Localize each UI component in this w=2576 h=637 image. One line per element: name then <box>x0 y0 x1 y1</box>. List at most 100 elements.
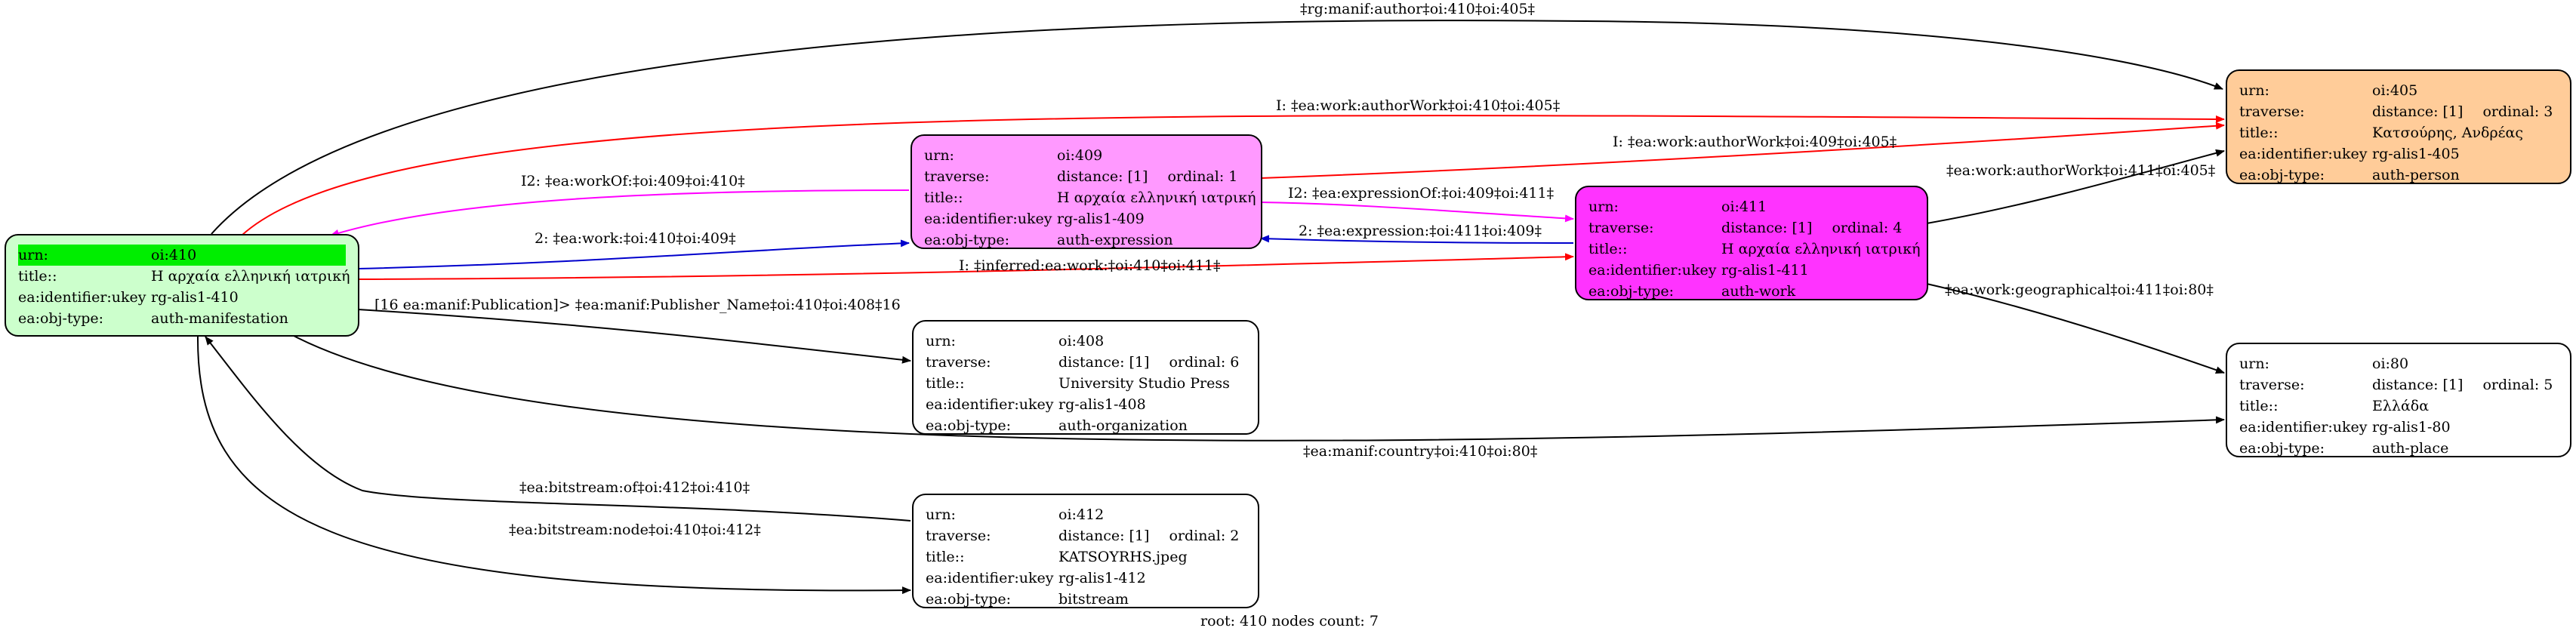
edge-label-inferred-work-410-411: I: ‡inferred:ea:work:‡oi:410‡oi:411‡ <box>959 257 1221 274</box>
traverse-value: distance: [1]ordinal: 6 <box>1058 352 1246 373</box>
edge-bitstream-of-412-410 <box>205 336 911 522</box>
title-key: title:: <box>924 189 963 206</box>
urn-value: oi:80 <box>2372 355 2409 372</box>
title-key: title:: <box>18 268 57 285</box>
traverse-key: traverse: <box>2239 103 2305 120</box>
edge-manif-author <box>211 20 2223 235</box>
node-409-ukey-row: ea:identifier:ukey rg-alis1-409 <box>924 208 1249 229</box>
ukey-key: ea:identifier:ukey <box>18 289 146 306</box>
objtype-key: ea:obj-type: <box>2239 440 2325 457</box>
title-value: KATSOYRHS.jpeg <box>1058 549 1188 565</box>
edge-label-authorwork-410-405: I: ‡ea:work:authorWork‡oi:410‡oi:405‡ <box>1276 97 1560 114</box>
node-410-title-row: title:: Η αρχαία ελληνική ιατρική <box>18 266 350 287</box>
title-value: Η αρχαία ελληνική ιατρική <box>151 268 350 285</box>
edge-inferred-work-410-411 <box>357 253 1574 280</box>
ukey-key: ea:identifier:ukey <box>924 211 1052 227</box>
node-408-title-row: title:: University Studio Press <box>926 373 1246 394</box>
edge-publisher-410-408 <box>357 309 911 364</box>
node-oi-80[interactable]: urn: oi:80 traverse: distance: [1]ordina… <box>2226 343 2571 457</box>
node-oi-412[interactable]: urn: oi:412 traverse: distance: [1]ordin… <box>912 494 1259 608</box>
title-value: Η αρχαία ελληνική ιατρική <box>1721 241 1921 257</box>
node-412-ukey-row: ea:identifier:ukey rg-alis1-412 <box>926 568 1246 589</box>
ukey-key: ea:identifier:ukey <box>926 396 1054 413</box>
traverse-value: distance: [1]ordinal: 2 <box>1058 525 1246 546</box>
ukey-value: rg-alis1-412 <box>1058 570 1146 586</box>
urn-value: oi:409 <box>1057 147 1103 164</box>
edge-label-expression-411-409: 2: ‡ea:expression:‡oi:411‡oi:409‡ <box>1299 223 1542 239</box>
edge-label-expressionof-409-411: I2: ‡ea:expressionOf:‡oi:409‡oi:411‡ <box>1288 185 1554 202</box>
urn-key: urn: <box>924 147 954 164</box>
distance-value: distance: [1] <box>1058 528 1150 544</box>
title-value: Κατσούρης, Ανδρέας <box>2372 125 2523 141</box>
urn-value: oi:410 <box>151 247 197 263</box>
node-80-ukey-row: ea:identifier:ukey rg-alis1-80 <box>2239 417 2558 438</box>
edge-label-bitstream-of-412-410: ‡ea:bitstream:of‡oi:412‡oi:410‡ <box>519 479 750 496</box>
title-key: title:: <box>926 549 965 565</box>
node-oi-405[interactable]: urn: oi:405 traverse: distance: [1] ordin… <box>2226 69 2571 184</box>
ukey-key: ea:identifier:ukey <box>2239 146 2368 162</box>
node-408-traverse-row: traverse: distance: [1]ordinal: 6 <box>926 352 1246 373</box>
title-value: Η αρχαία ελληνική ιατρική <box>1057 189 1256 206</box>
urn-value: oi:412 <box>1058 506 1105 523</box>
node-oi-410[interactable]: urn: oi:410 title:: Η αρχαία ελληνική ια… <box>5 234 359 337</box>
node-412-title-row: title:: KATSOYRHS.jpeg <box>926 546 1246 568</box>
ukey-value: rg-alis1-408 <box>1058 396 1146 413</box>
node-410-ukey-row: ea:identifier:ukey rg-alis1-410 <box>18 287 346 308</box>
traverse-key: traverse: <box>926 354 991 371</box>
ukey-value: rg-alis1-405 <box>2372 146 2460 162</box>
edge-label-authorwork-411-405: ‡ea:work:authorWork‡oi:411‡oi:405‡ <box>1946 162 2215 179</box>
node-411-objtype-row: ea:obj-type: auth-work <box>1588 281 1915 302</box>
node-oi-408[interactable]: urn: oi:408 traverse: distance: [1]ordin… <box>912 320 1259 435</box>
distance-value: distance: [1] <box>1058 354 1150 371</box>
node-80-title-row: title:: Ελλάδα <box>2239 395 2558 417</box>
edge-authorwork-411-405 <box>1926 149 2225 224</box>
node-oi-409[interactable]: urn: oi:409 traverse: distance: [1]ordin… <box>911 134 1262 249</box>
distance-value: distance: [1] <box>1057 168 1148 185</box>
traverse-value: distance: [1]ordinal: 1 <box>1057 166 1249 187</box>
node-412-urn-row: urn: oi:412 <box>926 504 1246 525</box>
title-key: title:: <box>2239 125 2279 141</box>
edge-label-publisher-410-408: [16 ea:manif:Publication]> ‡ea:manif:Pub… <box>374 297 901 313</box>
node-oi-411[interactable]: urn: oi:411 traverse: distance: [1]ordin… <box>1575 186 1928 300</box>
node-80-traverse-row: traverse: distance: [1]ordinal: 5 <box>2239 374 2558 395</box>
urn-value: oi:411 <box>1721 198 1767 215</box>
objtype-value: auth-person <box>2372 167 2460 183</box>
urn-key: urn: <box>2239 355 2269 372</box>
node-409-traverse-row: traverse: distance: [1]ordinal: 1 <box>924 166 1249 187</box>
ukey-value: rg-alis1-410 <box>151 289 239 306</box>
node-80-objtype-row: ea:obj-type: auth-place <box>2239 438 2558 459</box>
urn-key: urn: <box>926 506 956 523</box>
node-80-urn-row: urn: oi:80 <box>2239 353 2558 374</box>
title-key: title:: <box>2239 398 2279 414</box>
objtype-key: ea:obj-type: <box>924 232 1010 248</box>
objtype-key: ea:obj-type: <box>2239 167 2325 183</box>
edge-label-work-410-409: 2: ‡ea:work:‡oi:410‡oi:409‡ <box>535 230 736 247</box>
objtype-value: auth-work <box>1721 283 1796 300</box>
node-405-urn-row: urn: oi:405 <box>2239 80 2558 101</box>
ordinal-value: ordinal: 3 <box>2482 103 2553 120</box>
title-value: University Studio Press <box>1058 375 1230 392</box>
ukey-value: rg-alis1-409 <box>1057 211 1145 227</box>
node-411-urn-row: urn: oi:411 <box>1588 196 1915 217</box>
urn-value: oi:408 <box>1058 333 1105 349</box>
ukey-key: ea:identifier:ukey <box>2239 419 2368 435</box>
distance-value: distance: [1] <box>1721 220 1813 236</box>
node-411-ukey-row: ea:identifier:ukey rg-alis1-411 <box>1588 260 1915 281</box>
objtype-value: bitstream <box>1058 591 1129 608</box>
traverse-key: traverse: <box>926 528 991 544</box>
urn-key: urn: <box>18 247 48 263</box>
edge-country-410-80 <box>283 330 2225 442</box>
distance-value: distance: [1] <box>2372 377 2464 393</box>
graph-footer: root: 410 nodes count: 7 <box>1200 613 1379 629</box>
ordinal-value: ordinal: 5 <box>2482 377 2553 393</box>
node-409-title-row: title:: Η αρχαία ελληνική ιατρική <box>924 187 1256 208</box>
objtype-value: auth-expression <box>1057 232 1173 248</box>
edge-authorwork-410-405 <box>241 115 2225 236</box>
objtype-value: auth-manifestation <box>151 310 288 327</box>
node-405-traverse-row: traverse: distance: [1] ordinal: 3 <box>2239 101 2558 122</box>
distance-value: distance: [1] <box>2372 103 2464 120</box>
edge-geographical-411-80 <box>1926 283 2225 374</box>
urn-value: oi:405 <box>2372 82 2418 99</box>
edge-workof-409-410 <box>330 189 910 237</box>
